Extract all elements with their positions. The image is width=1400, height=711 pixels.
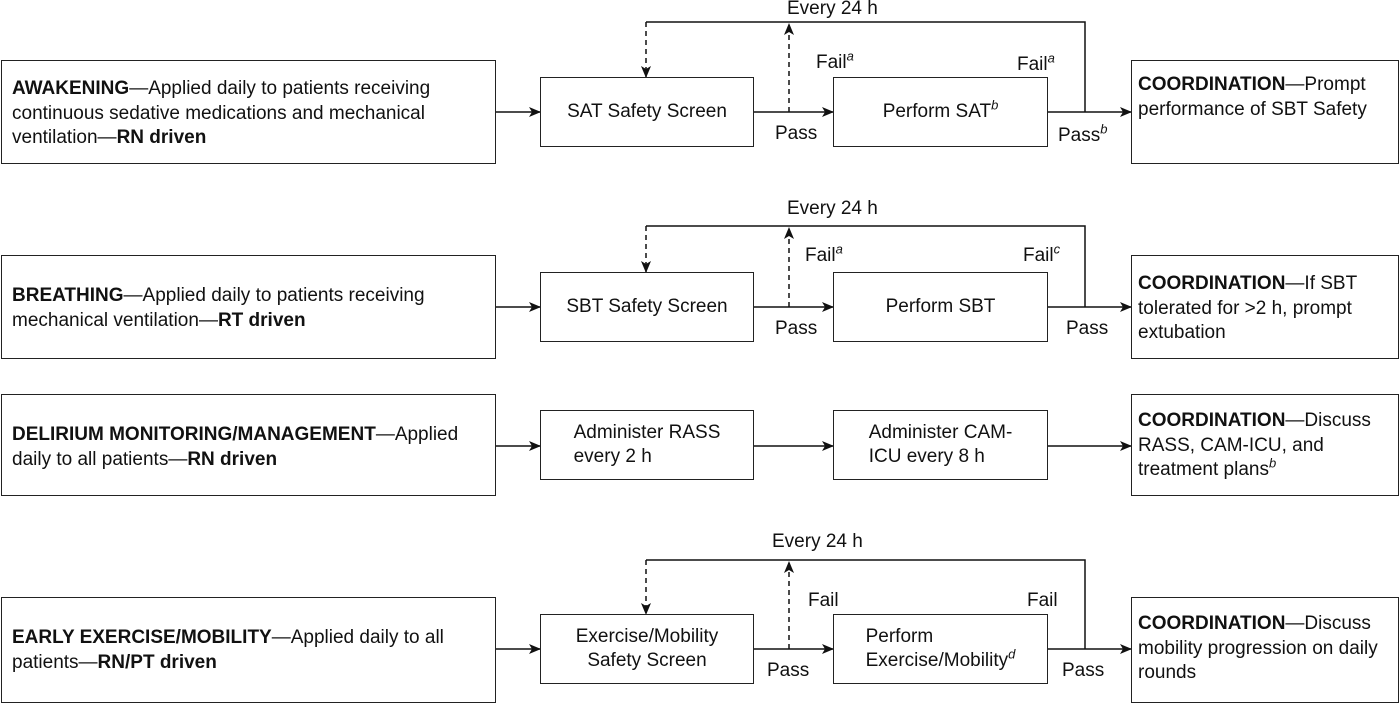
- pass-label: Pass: [1066, 318, 1109, 339]
- loop-line: [646, 21, 1086, 112]
- administer-cam-icu-box: Administer CAM- ICU every 8 h: [833, 410, 1048, 480]
- delirium-description: —Applied daily to all patients—: [12, 424, 459, 470]
- sbt-safety-screen-label: SBT Safety Screen: [566, 295, 728, 317]
- perform-exercise-box: Perform Exercise/Mobilityd: [833, 614, 1048, 684]
- delirium-title: DELIRIUM MONITORING/MANAGEMENT: [12, 424, 376, 445]
- awakening-box: AWAKENING—Applied daily to patients rece…: [1, 60, 496, 164]
- perform-sbt-label: Perform SBT: [885, 295, 996, 317]
- coordination-text: —Discuss mobility progression on daily r…: [1138, 613, 1378, 683]
- fail-label: Faila: [1017, 50, 1055, 75]
- perform-sbt-box: Perform SBT: [833, 272, 1048, 342]
- exercise-safety-screen-box: Exercise/Mobility Safety Screen: [540, 614, 754, 684]
- coordination-text: —If SBT tolerated for >2 h, prompt extub…: [1138, 273, 1357, 343]
- awakening-description: —Applied daily to patients receiving con…: [12, 78, 431, 148]
- fail-label: Faila: [816, 48, 854, 73]
- early-exercise-box: EARLY EXERCISE/MOBILITY—Applied daily to…: [1, 597, 496, 703]
- coordination-box-2: COORDINATION—If SBT tolerated for >2 h, …: [1131, 255, 1399, 359]
- administer-rass-box: Administer RASS every 2 h: [540, 410, 754, 480]
- fail-label: Fail: [808, 590, 839, 611]
- loop-line: [646, 225, 1086, 307]
- coordination-box-1: COORDINATION—Prompt performance of SBT S…: [1131, 60, 1399, 164]
- coordination-title: COORDINATION: [1138, 410, 1286, 431]
- administer-cam-icu-label: Administer CAM- ICU every 8 h: [868, 421, 1013, 468]
- fail-label: Fail: [1027, 590, 1058, 611]
- early-exercise-title: EARLY EXERCISE/MOBILITY: [12, 627, 272, 648]
- loop-line: [646, 559, 1086, 649]
- exercise-safety-screen-label: Exercise/Mobility Safety Screen: [575, 625, 719, 672]
- fail-label: Faila: [805, 241, 843, 266]
- sat-safety-screen-label: SAT Safety Screen: [567, 100, 727, 122]
- fail-label: Failc: [1023, 241, 1061, 266]
- breathing-title: BREATHING: [12, 285, 124, 306]
- early-exercise-driver: RN/PT driven: [97, 651, 217, 673]
- sat-safety-screen-box: SAT Safety Screen: [540, 77, 754, 147]
- coordination-title: COORDINATION: [1138, 273, 1286, 294]
- breathing-description: —Applied daily to patients receiving mec…: [12, 285, 425, 331]
- breathing-box: BREATHING—Applied daily to patients rece…: [1, 255, 496, 359]
- early-exercise-description: —Applied daily to all patients—: [12, 627, 444, 673]
- sbt-safety-screen-box: SBT Safety Screen: [540, 272, 754, 342]
- every-24h-label: Every 24 h: [772, 531, 863, 552]
- footnote-marker: d: [1008, 646, 1016, 662]
- pass-label: Pass: [767, 660, 810, 681]
- perform-exercise-label: Perform Exercise/Mobility: [865, 625, 1009, 672]
- pass-label: Pass: [775, 318, 818, 339]
- pass-label: Pass: [775, 123, 818, 144]
- coordination-title: COORDINATION: [1138, 613, 1286, 634]
- pass-label: Passb: [1058, 121, 1108, 146]
- coordination-box-3: COORDINATION—Discuss RASS, CAM-ICU, and …: [1131, 394, 1399, 496]
- every-24h-label: Every 24 h: [787, 0, 878, 19]
- pass-label: Pass: [1062, 660, 1105, 681]
- coordination-title: COORDINATION: [1138, 74, 1286, 95]
- coordination-text: —Discuss RASS, CAM-ICU, and treatment pl…: [1138, 410, 1371, 480]
- perform-sat-label: Perform SAT: [882, 100, 992, 122]
- delirium-box: DELIRIUM MONITORING/MANAGEMENT—Applied d…: [1, 394, 496, 496]
- delirium-driver: RN driven: [187, 448, 278, 470]
- coordination-box-4: COORDINATION—Discuss mobility progressio…: [1131, 597, 1399, 703]
- breathing-driver: RT driven: [217, 309, 306, 331]
- footnote-marker: b: [991, 97, 999, 113]
- awakening-driver: RN driven: [116, 127, 207, 148]
- footnote-marker: b: [1268, 455, 1277, 471]
- perform-sat-box: Perform SATb: [833, 77, 1048, 147]
- coordination-text: —Prompt performance of SBT Safety: [1138, 74, 1367, 120]
- awakening-title: AWAKENING: [12, 78, 130, 99]
- every-24h-label: Every 24 h: [787, 198, 878, 219]
- administer-rass-label: Administer RASS every 2 h: [573, 421, 721, 468]
